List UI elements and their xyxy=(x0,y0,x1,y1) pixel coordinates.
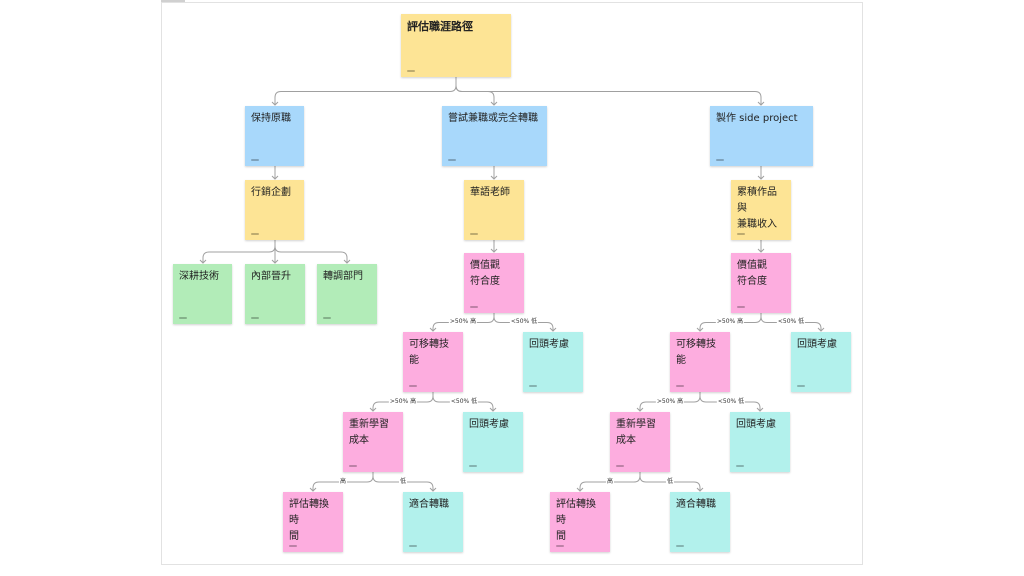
note-footer-mark xyxy=(716,159,724,161)
note-footer-mark xyxy=(556,545,564,547)
sticky-note-transferable-skills-b[interactable]: 可移轉技能 xyxy=(670,332,730,392)
note-footer-mark xyxy=(251,317,259,319)
note-footer-mark xyxy=(737,233,745,235)
note-footer-mark xyxy=(469,465,477,467)
note-text: 內部晉升 xyxy=(251,271,291,282)
sticky-note-chinese-teacher[interactable]: 華語老師 xyxy=(464,180,524,240)
note-text: 價值觀 符合度 xyxy=(737,260,767,287)
edge-label-high: 高 xyxy=(338,478,348,486)
edge-label-low: 低 xyxy=(398,478,408,486)
note-footer-mark xyxy=(179,317,187,319)
note-text: 嘗試兼職或完全轉職 xyxy=(448,113,538,124)
note-text: 重新學習 成本 xyxy=(616,419,656,446)
note-footer-mark xyxy=(251,233,259,235)
note-text: 深耕技術 xyxy=(179,271,219,282)
note-text: 累積作品與 兼職收入 xyxy=(737,187,777,230)
edge-label-high: >50% 高 xyxy=(715,318,745,326)
note-footer-mark xyxy=(349,465,357,467)
note-footer-mark xyxy=(470,233,478,235)
note-footer-mark xyxy=(616,465,624,467)
note-text: 適合轉職 xyxy=(676,499,716,510)
sticky-note-values-fit-a[interactable]: 價值觀 符合度 xyxy=(464,253,524,313)
edge-label-low: 低 xyxy=(665,478,675,486)
note-footer-mark xyxy=(409,385,417,387)
edge-label-high: >50% 高 xyxy=(655,398,685,406)
note-text: 可移轉技能 xyxy=(409,339,449,366)
edge-label-low: <50% 低 xyxy=(509,318,539,326)
edge-label-high: 高 xyxy=(605,478,615,486)
note-text: 重新學習 成本 xyxy=(349,419,389,446)
note-footer-mark xyxy=(676,385,684,387)
note-text: 價值觀 符合度 xyxy=(470,260,500,287)
sticky-note-reconsider-b2[interactable]: 回頭考慮 xyxy=(730,412,790,472)
note-text: 評估轉換時 間 xyxy=(556,499,596,542)
note-footer-mark xyxy=(323,317,331,319)
sticky-note-keep-job[interactable]: 保持原職 xyxy=(245,106,304,166)
sticky-note-transferable-skills-a[interactable]: 可移轉技能 xyxy=(403,332,463,392)
note-footer-mark xyxy=(676,545,684,547)
note-text: 評估轉換時 間 xyxy=(289,499,329,542)
sticky-note-side-project[interactable]: 製作 side project xyxy=(710,106,813,166)
edge-label-low: <50% 低 xyxy=(449,398,479,406)
sticky-note-transfer-department[interactable]: 轉調部門 xyxy=(317,264,377,324)
edge-label-low: <50% 低 xyxy=(716,398,746,406)
sticky-note-internal-promotion[interactable]: 內部晉升 xyxy=(245,264,305,324)
note-footer-mark xyxy=(797,385,805,387)
sticky-note-reconsider-a1[interactable]: 回頭考慮 xyxy=(523,332,583,392)
note-footer-mark xyxy=(737,306,745,308)
note-footer-mark xyxy=(448,159,456,161)
note-text: 適合轉職 xyxy=(409,499,449,510)
note-footer-mark xyxy=(289,545,297,547)
sticky-note-values-fit-b[interactable]: 價值觀 符合度 xyxy=(731,253,791,313)
note-footer-mark xyxy=(470,306,478,308)
note-text: 行銷企劃 xyxy=(251,187,291,198)
sticky-note-reconsider-b1[interactable]: 回頭考慮 xyxy=(791,332,851,392)
note-footer-mark xyxy=(409,545,417,547)
sticky-note-relearn-cost-b[interactable]: 重新學習 成本 xyxy=(610,412,670,472)
sticky-note-reconsider-a2[interactable]: 回頭考慮 xyxy=(463,412,523,472)
edge-label-low: <50% 低 xyxy=(776,318,806,326)
sticky-note-marketing[interactable]: 行銷企劃 xyxy=(245,180,304,240)
note-footer-mark xyxy=(251,159,259,161)
note-footer-mark xyxy=(529,385,537,387)
sticky-note-relearn-cost-a[interactable]: 重新學習 成本 xyxy=(343,412,403,472)
sticky-note-try-switch[interactable]: 嘗試兼職或完全轉職 xyxy=(442,106,547,166)
note-text: 回頭考慮 xyxy=(469,419,509,430)
edge-label-high: >50% 高 xyxy=(388,398,418,406)
note-text: 回頭考慮 xyxy=(797,339,837,350)
note-text: 轉調部門 xyxy=(323,271,363,282)
note-text: 回頭考慮 xyxy=(736,419,776,430)
sticky-note-portfolio-income[interactable]: 累積作品與 兼職收入 xyxy=(731,180,791,240)
sticky-note-root[interactable]: 評估職涯路徑 xyxy=(401,14,511,77)
edge-label-high: >50% 高 xyxy=(448,318,478,326)
note-footer-mark xyxy=(736,465,744,467)
sticky-note-evaluate-time-a[interactable]: 評估轉換時 間 xyxy=(283,492,343,552)
note-text: 回頭考慮 xyxy=(529,339,569,350)
note-text: 保持原職 xyxy=(251,113,291,124)
sticky-note-deepen-skills[interactable]: 深耕技術 xyxy=(173,264,232,324)
note-text: 評估職涯路徑 xyxy=(407,20,473,33)
board-tab-marker xyxy=(161,0,185,2)
sticky-note-evaluate-time-b[interactable]: 評估轉換時 間 xyxy=(550,492,610,552)
note-text: 華語老師 xyxy=(470,187,510,198)
note-text: 製作 side project xyxy=(716,113,798,124)
note-footer-mark xyxy=(407,70,415,72)
sticky-note-suitable-a[interactable]: 適合轉職 xyxy=(403,492,463,552)
note-text: 可移轉技能 xyxy=(676,339,716,366)
sticky-note-suitable-b[interactable]: 適合轉職 xyxy=(670,492,730,552)
